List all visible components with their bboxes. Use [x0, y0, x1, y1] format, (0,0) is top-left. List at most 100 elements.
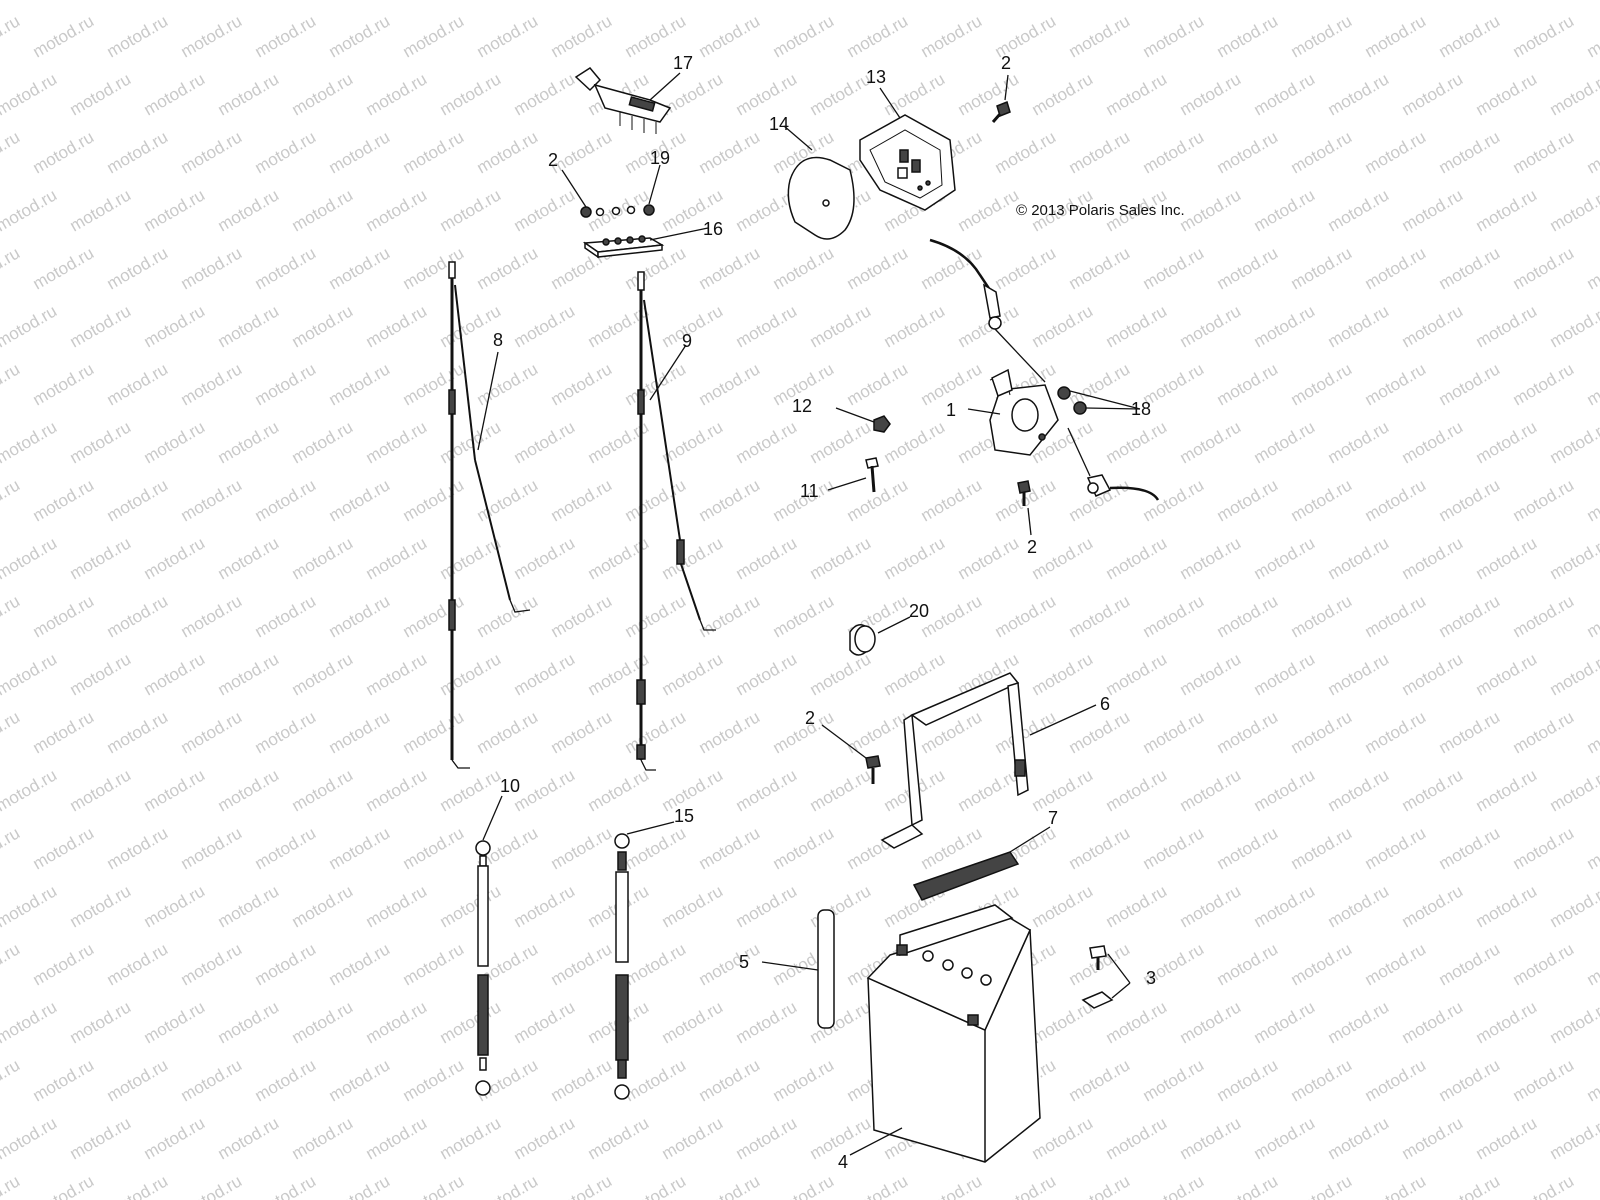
watermark-text: motod.ru: [0, 1113, 60, 1163]
callout-14: 14: [769, 114, 789, 134]
watermark-text: motod.ru: [1436, 243, 1504, 293]
watermark-text: motod.ru: [0, 11, 23, 61]
watermark-text: motod.ru: [1436, 591, 1504, 641]
watermark-text: motod.ru: [1066, 1055, 1134, 1105]
callout-6: 6: [1100, 694, 1110, 714]
watermark-text: motod.ru: [807, 417, 875, 467]
part-6-bracket: [880, 672, 1097, 849]
watermark-text: motod.ru: [1288, 127, 1356, 177]
watermark-text: motod.ru: [67, 0, 135, 3]
watermark-text: motod.ru: [104, 591, 172, 641]
watermark-text: motod.ru: [1436, 127, 1504, 177]
watermark-text: motod.ru: [1547, 0, 1600, 3]
part-9-cable: [636, 271, 716, 771]
callout-19: 19: [650, 148, 670, 168]
copyright-notice: © 2013 Polaris Sales Inc.: [1016, 202, 1185, 219]
watermark-text: motod.ru: [30, 707, 98, 757]
watermark-text: motod.ru: [1066, 823, 1134, 873]
watermark-text: motod.ru: [807, 533, 875, 583]
watermark-text: motod.ru: [1103, 765, 1171, 815]
watermark-text: motod.ru: [918, 11, 986, 61]
watermark-text: motod.ru: [844, 707, 912, 757]
watermark-text: motod.ru: [474, 707, 542, 757]
callout-16: 16: [703, 219, 723, 239]
watermark-text: motod.ru: [437, 0, 505, 3]
watermark-text: motod.ru: [1510, 127, 1578, 177]
watermark-text: motod.ru: [1473, 997, 1541, 1047]
watermark-text: motod.ru: [696, 243, 764, 293]
part-1-solenoid: [967, 368, 1059, 456]
watermark-text: motod.ru: [326, 127, 394, 177]
watermark-text: motod.ru: [1029, 301, 1097, 351]
watermark-text: motod.ru: [1584, 939, 1600, 989]
watermark-text: motod.ru: [1288, 475, 1356, 525]
watermark-text: motod.ru: [0, 301, 60, 351]
watermark-text: motod.ru: [955, 765, 1023, 815]
watermark-text: motod.ru: [1029, 881, 1097, 931]
watermark-text: motod.ru: [511, 765, 579, 815]
watermark-text: motod.ru: [548, 591, 616, 641]
part-5-vent-tube: [761, 909, 835, 1029]
watermark-text: motod.ru: [1584, 823, 1600, 873]
watermark-text: motod.ru: [178, 127, 246, 177]
watermark-text: motod.ru: [1473, 765, 1541, 815]
watermark-text: motod.ru: [1140, 707, 1208, 757]
watermark-text: motod.ru: [733, 69, 801, 119]
watermark-text: motod.ru: [1066, 1171, 1134, 1200]
watermark-text: motod.ru: [1251, 881, 1319, 931]
watermark-text: motod.ru: [1584, 11, 1600, 61]
watermark-text: motod.ru: [881, 69, 949, 119]
watermark-text: motod.ru: [733, 0, 801, 3]
callout-2-solenoid: 2: [1027, 537, 1037, 557]
watermark-text: motod.ru: [881, 301, 949, 351]
watermark-text: motod.ru: [770, 707, 838, 757]
watermark-text: motod.ru: [215, 765, 283, 815]
watermark-text: motod.ru: [807, 765, 875, 815]
watermark-text: motod.ru: [659, 1113, 727, 1163]
watermark-text: motod.ru: [474, 11, 542, 61]
watermark-text: motod.ru: [400, 359, 468, 409]
watermark-text: motod.ru: [400, 475, 468, 525]
watermark-text: motod.ru: [1436, 1171, 1504, 1200]
watermark-text: motod.ru: [178, 1055, 246, 1105]
watermark-text: motod.ru: [1584, 359, 1600, 409]
solenoid-cable-upper: [929, 238, 1046, 383]
watermark-text: motod.ru: [1066, 11, 1134, 61]
watermark-text: motod.ru: [1103, 301, 1171, 351]
watermark-text: motod.ru: [1288, 1055, 1356, 1105]
watermark-text: motod.ru: [215, 533, 283, 583]
watermark-text: motod.ru: [622, 359, 690, 409]
watermark-text: motod.ru: [1214, 243, 1282, 293]
watermark-text: motod.ru: [1029, 533, 1097, 583]
watermark-text: motod.ru: [622, 1055, 690, 1105]
watermark-text: motod.ru: [1325, 69, 1393, 119]
watermark-text: motod.ru: [178, 591, 246, 641]
watermark-text: motod.ru: [511, 881, 579, 931]
watermark-text: motod.ru: [696, 1171, 764, 1200]
watermark-text: motod.ru: [30, 475, 98, 525]
watermark-text: motod.ru: [1288, 591, 1356, 641]
watermark-text: motod.ru: [0, 127, 23, 177]
watermark-text: motod.ru: [1473, 881, 1541, 931]
watermark-text: motod.ru: [1362, 1171, 1430, 1200]
watermark-text: motod.ru: [104, 1055, 172, 1105]
watermark-text: motod.ru: [474, 127, 542, 177]
watermark-text: motod.ru: [1399, 765, 1467, 815]
watermark-text: motod.ru: [104, 707, 172, 757]
watermark-text: motod.ru: [252, 359, 320, 409]
watermark-text: motod.ru: [474, 591, 542, 641]
callout-10: 10: [500, 776, 520, 796]
watermark-text: motod.ru: [67, 881, 135, 931]
watermark-text: motod.ru: [1510, 939, 1578, 989]
callout-4: 4: [838, 1152, 848, 1172]
watermark-text: motod.ru: [1436, 707, 1504, 757]
watermark-text: motod.ru: [1473, 185, 1541, 235]
watermark-text: motod.ru: [955, 0, 1023, 3]
watermark-text: motod.ru: [622, 707, 690, 757]
watermark-text: motod.ru: [1288, 1171, 1356, 1200]
watermark-text: motod.ru: [252, 475, 320, 525]
watermark-text: motod.ru: [622, 475, 690, 525]
watermark-text: motod.ru: [474, 1171, 542, 1200]
watermark-text: motod.ru: [511, 301, 579, 351]
watermark-text: motod.ru: [844, 359, 912, 409]
